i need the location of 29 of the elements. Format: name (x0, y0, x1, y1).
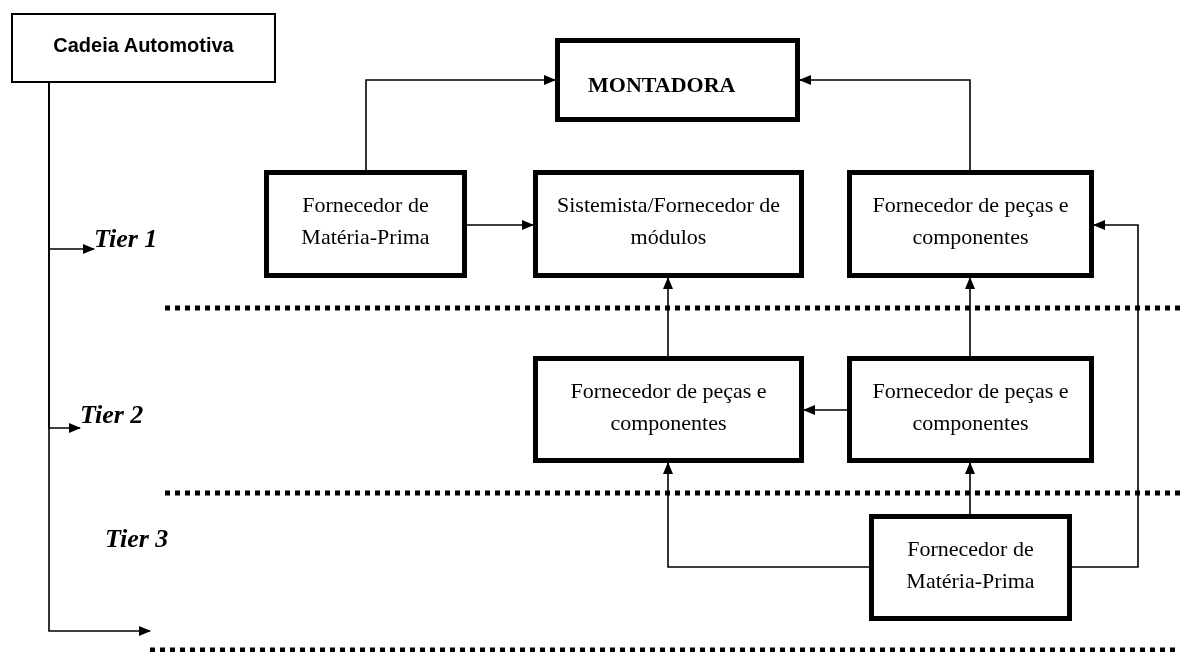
arrow (1071, 220, 1139, 568)
supplier-box (847, 170, 1094, 278)
node-label: MONTADORA (588, 71, 736, 99)
node-label: Fornecedor de peças e componentes (569, 377, 768, 437)
arrow (965, 462, 975, 515)
arrow (48, 82, 151, 636)
node-label: Fornecedor de peças e componentes (871, 191, 1070, 251)
tier-label: Tier 1 (94, 224, 158, 253)
node-label: Sistemista/Fornecedor de módulos (556, 191, 781, 251)
supplier-box (847, 356, 1094, 463)
node-label: Fornecedor de peças e componentes (871, 377, 1070, 437)
arrow (663, 462, 870, 568)
arrow (799, 75, 971, 171)
arrow (965, 277, 975, 357)
arrow (663, 277, 673, 357)
tier-label: Tier 2 (80, 400, 144, 429)
supplier-box (869, 514, 1072, 621)
supplier-box (533, 170, 804, 278)
node-label: Fornecedor de Matéria-Prima (905, 535, 1036, 595)
node-label: Cadeia Automotiva (53, 33, 234, 58)
arrow (466, 220, 534, 230)
node-label: Fornecedor de Matéria-Prima (300, 191, 431, 251)
supplier-box (533, 356, 804, 463)
arrow (803, 405, 848, 415)
supplier-box (264, 170, 467, 278)
arrow (365, 75, 556, 171)
tier-label: Tier 3 (105, 524, 169, 554)
title-box (11, 13, 276, 83)
assembler-box (555, 38, 800, 122)
